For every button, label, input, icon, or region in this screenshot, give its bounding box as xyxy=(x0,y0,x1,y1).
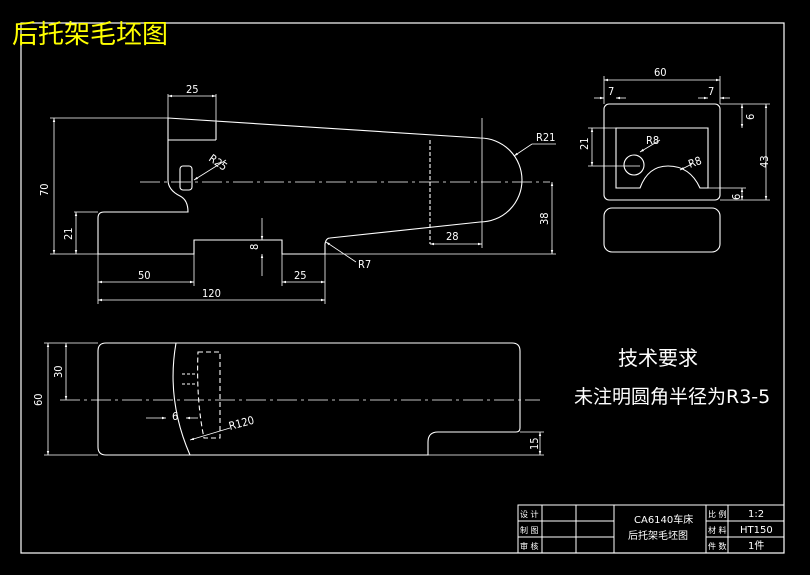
end-dim-7-left: 7 xyxy=(608,85,614,98)
label-drawing: 制 图 xyxy=(520,525,539,535)
top-view-hidden-slot xyxy=(197,351,221,439)
end-view-dims: 60 7 7 R8 R8 21 6 43 6 xyxy=(578,66,771,200)
top-dim-15: 15 xyxy=(528,437,541,450)
dim-8: 8 xyxy=(248,244,261,250)
top-view-outline xyxy=(97,342,521,456)
top-view-arc xyxy=(172,342,191,456)
part-name-line1: CA6140车床 xyxy=(634,513,693,526)
dim-38: 38 xyxy=(538,212,551,225)
side-view-dims: 25 70 21 R25 R21 38 28 8 50 25 R7 120 xyxy=(38,83,555,300)
top-dim-60: 60 xyxy=(32,393,45,406)
end-dim-6-top: 6 xyxy=(744,114,757,120)
end-view-bore xyxy=(623,154,645,176)
top-view-dims: 60 30 6 R120 15 xyxy=(32,365,541,450)
side-view xyxy=(50,94,556,304)
dim-r21: R21 xyxy=(536,131,555,144)
label-review: 审 核 xyxy=(520,541,539,551)
title-block-text: 设 计 制 图 审 核 CA6140车床 后托架毛坯图 比 例 材 料 件 数 … xyxy=(520,509,773,552)
end-dim-60: 60 xyxy=(654,66,667,79)
notes-heading: 技术要求 xyxy=(618,346,698,370)
quantity-value: 1件 xyxy=(748,540,764,552)
notes-line1: 未注明圆角半径为R3-5 xyxy=(574,386,770,408)
title-block xyxy=(517,504,785,554)
top-dim-r120: R120 xyxy=(227,414,255,433)
end-dim-6-bottom: 6 xyxy=(730,194,743,200)
top-dim-30: 30 xyxy=(52,365,65,378)
label-quantity: 件 数 xyxy=(708,541,727,551)
end-dim-43: 43 xyxy=(758,155,771,168)
end-view-lower xyxy=(603,207,721,253)
dim-120: 120 xyxy=(202,287,221,300)
top-dim-6: 6 xyxy=(172,410,178,423)
dim-28: 28 xyxy=(446,230,459,243)
drawing-title: 后托架毛坯图 xyxy=(12,20,168,50)
label-design: 设 计 xyxy=(520,509,539,519)
top-view xyxy=(44,342,544,456)
end-view xyxy=(588,76,770,253)
label-material: 材 料 xyxy=(708,525,727,535)
end-dim-r8-bottom: R8 xyxy=(687,154,704,171)
side-view-outline xyxy=(97,117,523,255)
end-view-body xyxy=(603,103,721,201)
end-dim-21: 21 xyxy=(578,137,591,150)
end-view-channel xyxy=(615,127,709,189)
side-slot xyxy=(179,165,193,191)
material-value: HT150 xyxy=(740,525,773,536)
scale-value: 1:2 xyxy=(748,509,764,520)
end-dim-r8-top: R8 xyxy=(646,134,659,147)
dim-21: 21 xyxy=(62,227,75,240)
part-name-line2: 后托架毛坯图 xyxy=(628,529,688,542)
dim-50: 50 xyxy=(138,269,151,282)
sheet-frame xyxy=(20,22,785,554)
end-dim-7-right: 7 xyxy=(708,85,714,98)
dim-25-top: 25 xyxy=(186,83,199,96)
dim-25-bottom: 25 xyxy=(294,269,307,282)
dim-70: 70 xyxy=(38,183,51,196)
label-scale: 比 例 xyxy=(708,509,727,519)
dim-r7: R7 xyxy=(358,258,371,271)
